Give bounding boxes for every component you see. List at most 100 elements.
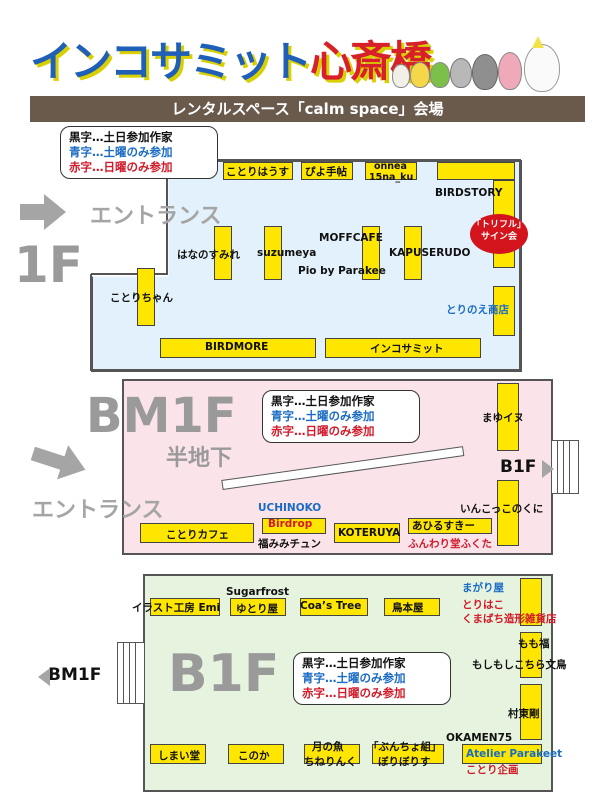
- booth-birdrop[interactable]: [262, 518, 326, 534]
- booth-label-momofuku: もも福: [518, 638, 550, 650]
- booth-label-moffcafe: MOFFCAFE: [319, 232, 383, 244]
- legend-saturday-only: 青字…土曜のみ参加: [302, 671, 406, 685]
- entrance-arrowhead-icon: [57, 445, 91, 487]
- to-b1f-sign[interactable]: B1F: [500, 457, 536, 477]
- booth-birdstory[interactable]: [437, 162, 515, 180]
- floor-1f-outline: [90, 159, 521, 371]
- booth-torinoe[interactable]: [493, 286, 515, 336]
- booth-label-inko-summit: インコサミット: [370, 343, 444, 355]
- legend-sunday-only: 赤字…日曜のみ参加: [69, 160, 173, 174]
- booth-koteruya[interactable]: [334, 523, 400, 543]
- booth-inkokonokuni[interactable]: [497, 480, 519, 546]
- booth-magariya[interactable]: [520, 578, 542, 626]
- legend-b1f: 黒字…土日参加作家 青字…土曜のみ参加 赤字…日曜のみ参加: [293, 652, 451, 705]
- booth-label-kotori-kikaku: ことり企画: [466, 764, 519, 776]
- legend-1f: 黒字…土日参加作家 青字…土曜のみ参加 赤字…日曜のみ参加: [60, 126, 218, 179]
- booth-atelier[interactable]: [462, 744, 542, 764]
- booth-mayuinu[interactable]: [497, 383, 519, 451]
- booth-label-kotori-house: ことりはうす: [226, 166, 289, 178]
- booth-ahirusuki[interactable]: [408, 518, 492, 534]
- title-inko-summit: インコサミット: [30, 37, 312, 86]
- stairs-to-b1f[interactable]: [551, 440, 579, 494]
- to-bm1f-arrow-icon: [38, 668, 50, 686]
- bird-icon: [472, 54, 498, 90]
- bird-icon: [392, 64, 410, 88]
- booth-illust[interactable]: [150, 598, 220, 616]
- booth-label-birdmore: BIRDMORE: [205, 341, 269, 353]
- legend-both-days: 黒字…土日参加作家: [302, 656, 406, 670]
- floor-label-b1f: B1F: [168, 644, 280, 704]
- to-b1f-label: B1F: [500, 457, 537, 477]
- booth-label-murahigashi: 村東剛: [508, 708, 540, 720]
- booth-label-magariya: まがり屋: [462, 582, 504, 594]
- legend-saturday-only: 青字…土曜のみ参加: [69, 145, 173, 159]
- sign-event-caption: サイン会: [480, 232, 517, 242]
- booth-label-kotorichan: ことりちゃん: [110, 292, 173, 304]
- booth-label-piyo: ぴよ手帖: [305, 166, 347, 178]
- booth-yutoriya[interactable]: [230, 598, 286, 616]
- bird-icon: [524, 44, 560, 92]
- booth-hananosumire[interactable]: [214, 226, 232, 280]
- booth-label-pio: Pio by Parakee: [298, 265, 386, 277]
- booth-kotori-cafe[interactable]: [140, 523, 254, 543]
- booth-label-bunchou: 「ぶんちょ組」: [368, 741, 442, 753]
- booth-momofuku[interactable]: [520, 632, 542, 678]
- booth-label-konoka: このか: [238, 750, 270, 762]
- bird-icon: [430, 62, 450, 88]
- booth-murahigashi[interactable]: [520, 684, 542, 740]
- booth-coas-tree[interactable]: [300, 598, 368, 616]
- booth-label-inkokonokuni: いんこっこのくに: [460, 503, 544, 515]
- booth-piyo[interactable]: [301, 162, 353, 180]
- booth-tsukinouo[interactable]: [304, 744, 360, 764]
- booth-label-funwari: ふんわり堂ふくた: [408, 538, 492, 550]
- booth-label-mayuinu: まゆイヌ: [482, 412, 524, 424]
- booth-label-torinoe: とりのえ商店: [446, 304, 509, 316]
- booth-label-boriboriasu: ぼりぼりす: [378, 756, 431, 768]
- booth-label-15na-ku: 15na_ku: [369, 172, 414, 183]
- bird-icon: [450, 58, 472, 88]
- sign-event-badge: 「トリフル」 サイン会: [470, 214, 528, 254]
- event-title: インコサミット心斎橋: [30, 28, 432, 89]
- booth-label-illust: イラスト工房 Emi: [132, 602, 221, 614]
- booth-bunchou[interactable]: [372, 744, 444, 764]
- booth-label-yutoriya: ゆとり屋: [236, 603, 278, 615]
- entrance-arrow-icon: [20, 204, 46, 220]
- booth-shimaido[interactable]: [150, 744, 206, 764]
- booth-kapuserudo[interactable]: [404, 226, 422, 280]
- stairs-to-bm1f[interactable]: [117, 642, 145, 704]
- entrance-label-1f: エントランス: [90, 204, 222, 229]
- booth-kotori-house[interactable]: [223, 162, 293, 180]
- booth-label-torimotoya: 鳥本屋: [392, 602, 424, 614]
- booth-torimotoya[interactable]: [384, 598, 440, 616]
- booth-label-hananosumire: はなのすみれ: [177, 249, 240, 261]
- to-bm1f-sign[interactable]: BM1F: [48, 665, 101, 685]
- booth-konoka[interactable]: [228, 744, 284, 764]
- booth-label-coas-tree: Coa’s Tree: [300, 600, 362, 612]
- legend-bm1f: 黒字…土日参加作家 青字…土曜のみ参加 赤字…日曜のみ参加: [262, 390, 420, 443]
- to-b1f-arrow-icon: [542, 460, 554, 478]
- booth-onnea[interactable]: [365, 162, 417, 180]
- booth-inko-summit[interactable]: [325, 338, 481, 358]
- booth-moffcafe[interactable]: [362, 226, 380, 280]
- booth-label-suzumeya: suzumeya: [257, 247, 317, 259]
- legend-sunday-only: 赤字…日曜のみ参加: [302, 686, 406, 700]
- floor-label-1f: 1F: [14, 236, 83, 294]
- legend-sunday-only: 赤字…日曜のみ参加: [271, 424, 375, 438]
- booth-label-kumabachi: くまばち造形雑貨店: [462, 613, 557, 625]
- booth-label-torihako: とりはこ: [462, 599, 504, 611]
- booth-label-uchinoko: UCHINOKO: [258, 502, 322, 514]
- booth-label-birdrop: Birdrop: [268, 518, 313, 530]
- floor-label-bm1f: BM1F: [86, 388, 237, 444]
- booth-label-onnea: onnea: [374, 161, 407, 172]
- booth-suzumeya[interactable]: [264, 226, 282, 280]
- cockatoo-crest-icon: [532, 36, 544, 48]
- booth-label-sugarfrost: Sugarfrost: [226, 586, 290, 598]
- to-bm1f-label: BM1F: [48, 665, 102, 685]
- legend-saturday-only: 青字…土曜のみ参加: [271, 409, 375, 423]
- sign-event-title: 「トリフル」: [471, 220, 526, 230]
- booth-birdmore[interactable]: [160, 338, 316, 358]
- legend-both-days: 黒字…土日参加作家: [271, 394, 375, 408]
- booth-label-koteruya: KOTERUYA: [338, 527, 401, 539]
- legend-both-days: 黒字…土日参加作家: [69, 130, 173, 144]
- booth-kotorichan[interactable]: [137, 268, 155, 326]
